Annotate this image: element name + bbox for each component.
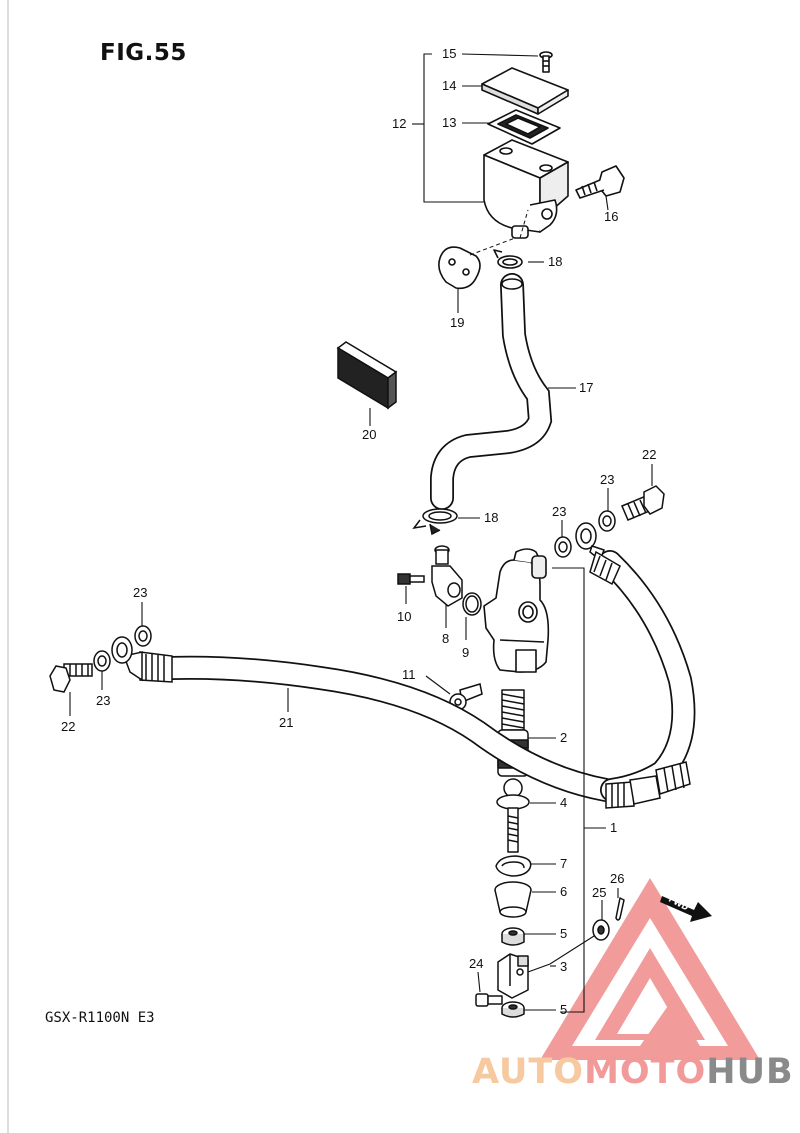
banjo-fitting-right-top (575, 522, 621, 586)
callout-19: 19 (450, 315, 465, 330)
plate-19 (438, 246, 481, 290)
callout-22-right: 22 (642, 447, 657, 462)
callout-7: 7 (560, 856, 568, 871)
reservoir-plate-13 (487, 109, 561, 145)
clamp-18-lower (412, 508, 458, 536)
callout-4: 4 (560, 795, 568, 810)
callout-20: 20 (362, 427, 377, 442)
callout-21: 21 (279, 715, 294, 730)
reservoir-body-12 (483, 139, 569, 239)
washer-23-left-top (134, 625, 152, 647)
reservoir-assembly (438, 51, 625, 290)
spring (501, 689, 525, 731)
callout-1: 1 (610, 820, 618, 835)
callout-10: 10 (397, 609, 412, 624)
watermark-part-auto: AUTO (472, 1052, 585, 1092)
callout-23-left-top: 23 (133, 585, 148, 600)
callout-13: 13 (442, 115, 457, 130)
bolt-16 (575, 165, 625, 199)
callout-8: 8 (442, 631, 450, 646)
callout-16: 16 (604, 209, 619, 224)
washer-23-right-b (598, 510, 616, 532)
callout-18-top: 18 (548, 254, 563, 269)
fwd-arrow-icon (660, 896, 712, 922)
washer-23-right-a (554, 536, 572, 558)
clamp-18-top (493, 249, 523, 269)
callout-18-lower: 18 (484, 510, 499, 525)
bolt-11 (449, 683, 483, 711)
nut-5-bottom (501, 1001, 525, 1018)
circlip-7 (495, 855, 532, 877)
callout-3: 3 (560, 959, 568, 974)
leader-lines (69, 53, 653, 1013)
box-20 (336, 341, 398, 410)
callout-6: 6 (560, 884, 568, 899)
banjo-fitting-right-bottom (605, 761, 691, 809)
screw-15 (539, 51, 553, 73)
clevis-3 (497, 953, 529, 999)
cotter-pin-26 (615, 897, 625, 921)
callout-11: 11 (402, 667, 416, 682)
callout-14: 14 (442, 78, 457, 93)
callout-23-right-b: 23 (600, 472, 615, 487)
push-rod-4 (496, 778, 530, 853)
callout-24: 24 (469, 956, 484, 971)
washer-25 (592, 919, 610, 941)
nut-5-top (501, 927, 525, 946)
watermark-text: AUTOMOTOHUB (472, 1052, 794, 1092)
reservoir-cap-14 (481, 67, 569, 115)
boot-6 (494, 881, 532, 918)
callout-15: 15 (442, 46, 457, 61)
callout-23-left-bottom: 23 (96, 693, 111, 708)
callout-25: 25 (592, 885, 607, 900)
pin-24 (475, 993, 503, 1007)
watermark-part-moto: MOTO (584, 1052, 707, 1092)
piston-stack (475, 689, 625, 1018)
callout-23-right-a: 23 (552, 504, 567, 519)
bolt-22-right (621, 485, 665, 521)
callout-2: 2 (560, 730, 568, 745)
callout-26: 26 (610, 871, 625, 886)
watermark-part-hub: HUB (706, 1052, 794, 1092)
figure-title: FIG.55 (100, 40, 187, 66)
callout-12: 12 (392, 116, 407, 131)
washer-23-left-bottom (93, 650, 111, 672)
hose-21 (158, 655, 618, 802)
master-cylinder-body (483, 548, 550, 673)
callout-17: 17 (579, 380, 594, 395)
watermark-logo (540, 878, 760, 1060)
fitting-group (397, 545, 482, 616)
bolt-22-left (49, 663, 93, 693)
callout-5-top: 5 (560, 926, 568, 941)
hose-17 (430, 273, 553, 510)
callout-5-bottom: 5 (560, 1002, 568, 1017)
banjo-fitting-left (111, 636, 173, 683)
callout-9: 9 (462, 645, 470, 660)
callout-22-left: 22 (61, 719, 76, 734)
hose-right (598, 550, 696, 802)
model-label: GSX-R1100N E3 (45, 1010, 155, 1026)
